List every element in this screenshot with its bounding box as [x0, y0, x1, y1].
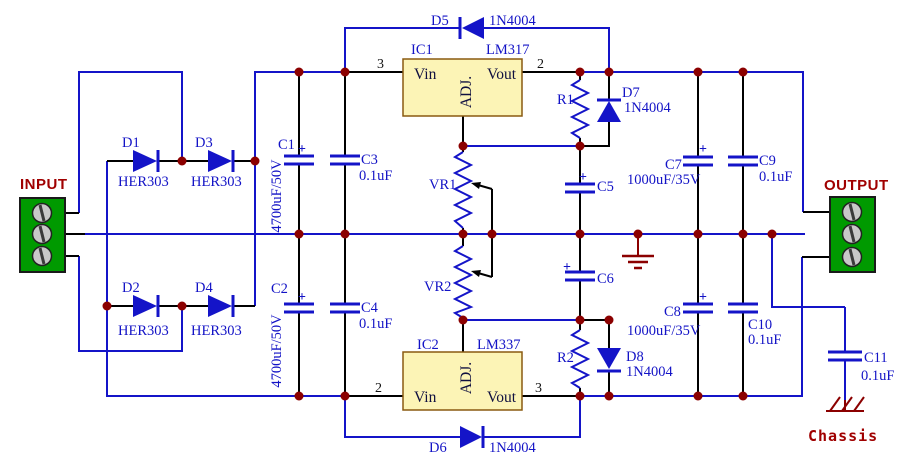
d1-ref-label: D1 [122, 135, 140, 151]
d6-part-label: 1N4004 [489, 440, 536, 456]
ic1-pin2-number: 2 [537, 57, 544, 72]
vr1-ref-label: VR1 [429, 177, 456, 193]
c7-value-label: 1000uF/35V [627, 172, 701, 188]
potentiometer-vr1 [452, 151, 481, 229]
c9-ref-label: C9 [759, 153, 776, 169]
ic1-ref-label: IC1 [411, 42, 433, 58]
diode-d7 [597, 98, 621, 122]
d5-ref-label: D5 [431, 13, 449, 29]
diode-d3 [208, 150, 235, 172]
d2-ref-label: D2 [122, 280, 140, 296]
c1-value-label: 4700uF/50V [269, 159, 285, 233]
screw-terminal-icon [841, 201, 863, 268]
d4-part-label: HER303 [191, 323, 242, 339]
d2-part-label: HER303 [118, 323, 169, 339]
c11-value-label: 0.1uF [861, 368, 894, 384]
capacitor-c3 [330, 154, 360, 166]
d6-ref-label: D6 [429, 440, 447, 456]
capacitor-c5 [565, 182, 595, 194]
c8-ref-label: C8 [664, 304, 681, 320]
c10-ref-label: C10 [748, 317, 772, 333]
c1-plus-sign: + [298, 142, 306, 157]
c2-plus-sign: + [298, 290, 306, 305]
output-terminal-block [829, 196, 876, 273]
ic1-pin-vin-label: Vin [414, 66, 437, 83]
capacitor-c4 [330, 302, 360, 314]
input-terminal-block [19, 197, 66, 273]
d7-ref-label: D7 [622, 85, 640, 101]
output-label: OUTPUT [824, 177, 889, 194]
capacitor-c11 [828, 350, 862, 362]
c5-plus-sign: + [579, 170, 587, 185]
d1-part-label: HER303 [118, 174, 169, 190]
diode-d6 [460, 426, 485, 448]
c5-ref-label: C5 [597, 179, 614, 195]
d3-ref-label: D3 [195, 135, 213, 151]
ic1-pin3-number: 3 [377, 57, 384, 72]
junction-dots [102, 67, 777, 401]
c7-ref-label: C7 [665, 157, 682, 173]
chassis-label: Chassis [808, 427, 878, 445]
c2-ref-label: C2 [271, 281, 288, 297]
chassis-ground-icon [826, 396, 865, 412]
capacitor-c7 [683, 155, 713, 167]
ic2-pin3-number: 3 [535, 381, 542, 396]
c10-value-label: 0.1uF [748, 332, 781, 348]
capacitor-c6 [565, 270, 595, 282]
diode-d5 [458, 17, 484, 39]
c3-ref-label: C3 [361, 152, 378, 168]
c1-ref-label: C1 [278, 137, 295, 153]
diode-d2 [133, 295, 160, 317]
wire-layer-blue [78, 27, 846, 438]
ic2-pin2-number: 2 [375, 381, 382, 396]
c11-ref-label: C11 [864, 350, 888, 366]
capacitor-c8 [683, 302, 713, 314]
c4-value-label: 0.1uF [359, 316, 392, 332]
input-label: INPUT [20, 176, 68, 193]
resistor-r2 [569, 329, 591, 389]
ic2-pin-adj-label: ADJ. [458, 362, 475, 394]
diode-d8 [597, 348, 621, 373]
d7-part-label: 1N4004 [624, 100, 671, 116]
d4-ref-label: D4 [195, 280, 213, 296]
diode-d1 [133, 150, 160, 172]
c9-value-label: 0.1uF [759, 169, 792, 185]
regulator-ic1: Vin Vout ADJ. [402, 58, 523, 117]
regulator-ic2: Vin Vout ADJ. [402, 351, 523, 411]
c6-ref-label: C6 [597, 271, 614, 287]
r2-ref-label: R2 [557, 350, 574, 366]
c6-plus-sign: + [563, 260, 571, 275]
screw-terminal-icon [31, 202, 53, 267]
d8-ref-label: D8 [626, 349, 644, 365]
capacitor-c10 [728, 302, 758, 314]
capacitor-c2 [284, 302, 314, 314]
ic1-pin-adj-label: ADJ. [458, 76, 475, 108]
ic2-ref-label: IC2 [417, 337, 439, 353]
c3-value-label: 0.1uF [359, 168, 392, 184]
ic2-pin-vin-label: Vin [414, 389, 437, 406]
r1-ref-label: R1 [557, 92, 574, 108]
vr2-ref-label: VR2 [424, 279, 451, 295]
c7-plus-sign: + [699, 142, 707, 157]
potentiometer-vr2 [452, 245, 481, 319]
ic1-pin-vout-label: Vout [487, 66, 517, 83]
c8-value-label: 1000uF/35V [627, 323, 701, 339]
capacitor-c1 [284, 154, 314, 166]
d5-part-label: 1N4004 [489, 13, 536, 29]
ic1-part-label: LM317 [486, 42, 530, 58]
c8-plus-sign: + [699, 290, 707, 305]
c4-ref-label: C4 [361, 300, 379, 316]
resistor-r1 [569, 79, 591, 139]
d3-part-label: HER303 [191, 174, 242, 190]
diode-d4 [208, 295, 235, 317]
capacitor-c9 [728, 155, 758, 167]
ic2-pin-vout-label: Vout [487, 389, 517, 406]
d8-part-label: 1N4004 [626, 364, 673, 380]
c2-value-label: 4700uF/50V [269, 314, 285, 388]
earth-ground-icon [622, 234, 654, 270]
ic2-part-label: LM337 [477, 337, 521, 353]
